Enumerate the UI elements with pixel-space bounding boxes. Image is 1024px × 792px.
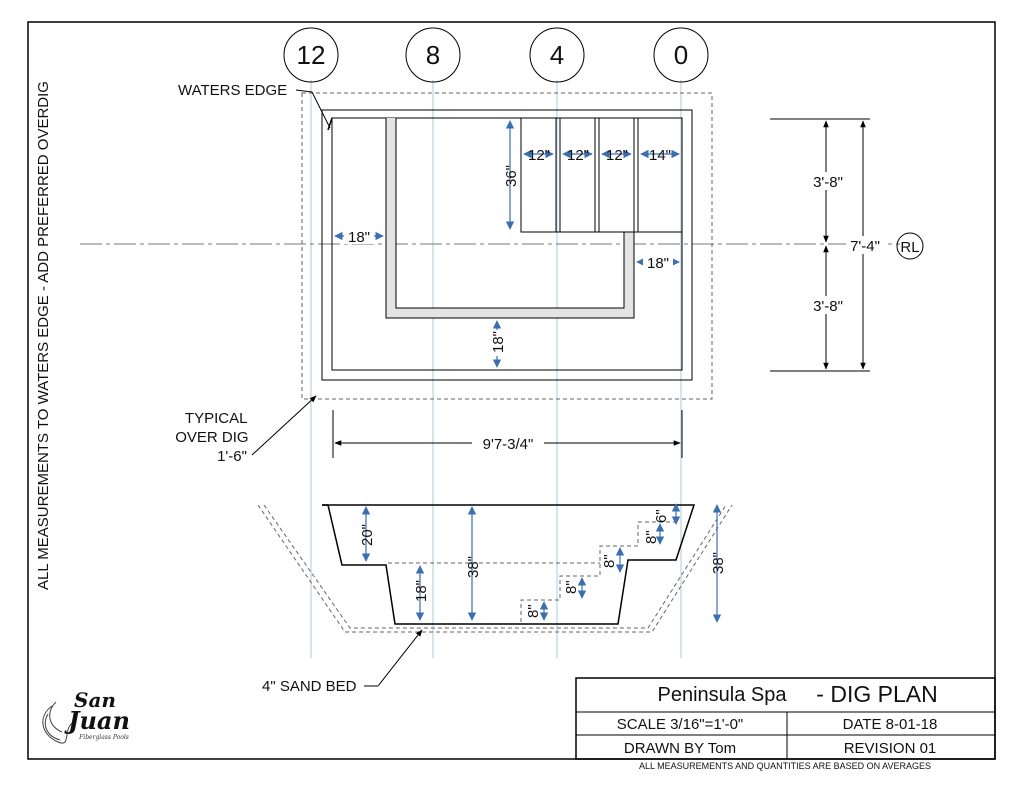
waters-edge-outline <box>331 117 683 371</box>
sheet-title: - DIG PLAN <box>816 681 937 707</box>
outside-depth-dim: 38" <box>710 552 727 574</box>
drawn-by-text: DRAWN BY Tom <box>624 740 736 757</box>
svg-text:Fiberglass Pools: Fiberglass Pools <box>78 734 129 741</box>
title-block: Peninsula Spa - DIG PLAN SCALE 3/16"=1'-… <box>575 677 996 771</box>
step-rise-4: 8" <box>525 604 542 618</box>
shell-outline <box>321 109 693 381</box>
station-12-circle <box>283 27 339 83</box>
overdig-outline <box>301 92 713 400</box>
station-4-circle <box>529 27 585 83</box>
step-rise-2: 8" <box>601 554 618 568</box>
step-depth-dim: 36" <box>503 165 520 187</box>
step-width-2: 12" <box>567 147 589 164</box>
centerline-symbol <box>896 232 924 260</box>
step-width-1: 12" <box>528 147 550 164</box>
station-0-label: 0 <box>674 40 688 70</box>
centerline-symbol-text: RL <box>900 239 919 256</box>
overdig-label-line3: 1'-6" <box>217 448 247 465</box>
overdig-label-line2: OVER DIG <box>175 429 248 446</box>
bottom-bench-dim: 18" <box>490 331 507 353</box>
total-depth-dim: 38" <box>465 556 482 578</box>
footer-note: ALL MEASUREMENTS AND QUANTITIES ARE BASE… <box>639 761 931 771</box>
svg-text:San: San <box>74 688 116 712</box>
revision-text: REVISION 01 <box>844 740 937 757</box>
station-8-label: 8 <box>426 40 440 70</box>
shell-profile <box>322 504 696 625</box>
waters-edge-label: WATERS EDGE <box>178 82 287 99</box>
project-name: Peninsula Spa <box>658 684 788 706</box>
station-gridlines <box>310 80 682 658</box>
section-view: 20" 38" 18" 6" 8" 8" 8" 8" 38" 4" SAND B… <box>257 503 733 695</box>
svg-text:Juan: Juan <box>64 706 130 735</box>
step-width-3: 12" <box>606 147 628 164</box>
plan-view: 12" 12" 12" 14" 36" 18" 18" 18" WATERS E… <box>175 82 924 465</box>
steps-block <box>520 117 683 233</box>
side-dim-lower: 3'-8" <box>813 298 843 315</box>
station-12-label: 12 <box>297 40 326 70</box>
svg-text:TYPICAL OVER DIG 1: TYPICAL OVER DIG 1'-6" <box>175 410 253 465</box>
sheet-border <box>27 21 996 760</box>
scale-text: SCALE 3/16"=1'-0" <box>617 716 744 733</box>
right-bench-dim: 18" <box>647 255 669 272</box>
vertical-note: ALL MEASUREMENTS TO WATERS EDGE - ADD PR… <box>35 81 52 590</box>
step-rise-1: 8" <box>643 530 660 544</box>
station-markers: 12 8 4 0 <box>283 27 709 83</box>
overdig-label-line1: TYPICAL <box>185 410 247 427</box>
overall-length-dim: 9'7-3/4" <box>483 436 534 453</box>
excavation-outline-1 <box>257 504 733 633</box>
left-bench-dim: 18" <box>348 229 370 246</box>
step-rise-3: 8" <box>563 580 580 594</box>
bench-depth-dim: 20" <box>359 524 376 546</box>
excavation-outline-2 <box>263 504 727 629</box>
step-rise-top-dim: 6" <box>653 509 670 523</box>
station-0-circle <box>653 27 709 83</box>
station-4-label: 4 <box>550 40 564 70</box>
steps-profile <box>520 521 676 622</box>
sand-bed-label: 4" SAND BED <box>262 678 357 695</box>
date-text: DATE 8-01-18 <box>843 716 938 733</box>
side-dim-upper: 3'-8" <box>813 174 843 191</box>
deep-offset-dim: 18" <box>413 580 430 602</box>
san-juan-logo: San Juan Fiberglass Pools <box>42 688 130 744</box>
station-8-circle <box>405 27 461 83</box>
total-width-dim: 7'-4" <box>850 238 880 255</box>
step-width-4: 14" <box>649 147 671 164</box>
